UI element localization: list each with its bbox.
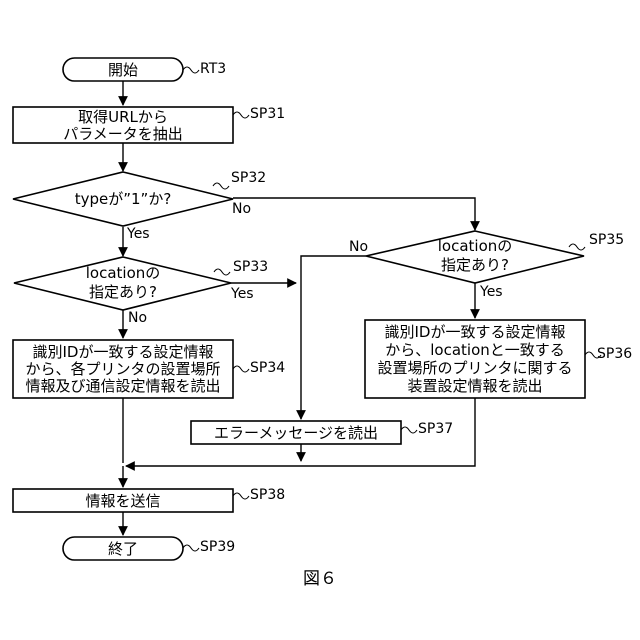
sp33-no-label: No bbox=[128, 310, 147, 326]
sp31-line-2: パラメータを抽出 bbox=[63, 125, 183, 143]
sp36-ref: SP36 bbox=[597, 346, 632, 362]
connectors bbox=[123, 81, 475, 535]
sp32-yes-label: Yes bbox=[126, 226, 150, 242]
start-ref-leader bbox=[183, 67, 199, 73]
sp35-yes-label: Yes bbox=[479, 284, 503, 300]
sp31-ref-leader bbox=[233, 112, 249, 118]
sp34-line-2: から、各プリンタの設置場所 bbox=[25, 360, 220, 378]
flow-sp32-no-to-sp35 bbox=[233, 198, 475, 230]
sp35-ref-leader bbox=[569, 244, 585, 250]
node-sp36: 識別IDが一致する設定情報 から、locationと一致する 設置場所のプリンタ… bbox=[365, 320, 632, 398]
sp36-line-3: 設置場所のプリンタに関する bbox=[377, 359, 572, 377]
figure-caption: 図６ bbox=[303, 569, 337, 589]
start-ref: RT3 bbox=[200, 61, 226, 77]
sp39-ref: SP39 bbox=[200, 539, 235, 555]
sp35-line-1: locationの bbox=[438, 237, 513, 255]
sp34-line-3: 情報及び通信設定情報を読出 bbox=[25, 377, 220, 395]
sp34-ref-leader bbox=[233, 366, 249, 372]
node-sp38: 情報を送信 SP38 bbox=[13, 487, 285, 512]
node-sp37: エラーメッセージを読出 SP37 bbox=[191, 421, 453, 444]
sp38-ref: SP38 bbox=[250, 487, 285, 503]
flow-sp35-no-to-sp37 bbox=[301, 256, 366, 419]
sp35-no-label: No bbox=[349, 239, 368, 255]
sp33-line-2: 指定あり? bbox=[89, 283, 157, 301]
sp31-line-1: 取得URLから bbox=[78, 108, 168, 126]
sp31-ref: SP31 bbox=[250, 106, 285, 122]
node-sp32: typeが”1”か? SP32 Yes No bbox=[13, 170, 266, 242]
sp33-yes-label: Yes bbox=[230, 286, 254, 302]
sp33-ref: SP33 bbox=[233, 259, 268, 275]
sp35-line-2: 指定あり? bbox=[441, 256, 509, 274]
end-label: 終了 bbox=[108, 540, 138, 558]
node-sp31: 取得URLから パラメータを抽出 SP31 bbox=[13, 106, 285, 143]
sp33-line-1: locationの bbox=[86, 264, 161, 282]
start-label: 開始 bbox=[108, 61, 138, 79]
node-sp39: 終了 SP39 bbox=[63, 537, 235, 560]
node-start: 開始 RT3 bbox=[63, 58, 226, 81]
sp34-ref: SP34 bbox=[250, 360, 285, 376]
node-sp34: 識別IDが一致する設定情報 から、各プリンタの設置場所 情報及び通信設定情報を読… bbox=[13, 340, 285, 398]
node-sp33: locationの 指定あり? SP33 Yes No bbox=[14, 257, 268, 326]
sp32-ref-leader bbox=[213, 183, 229, 189]
sp36-line-1: 識別IDが一致する設定情報 bbox=[385, 323, 566, 341]
sp32-ref: SP32 bbox=[231, 170, 266, 186]
sp35-ref: SP35 bbox=[589, 232, 624, 248]
sp33-ref-leader bbox=[214, 269, 230, 275]
sp39-ref-leader bbox=[183, 545, 199, 551]
node-sp35: locationの 指定あり? SP35 Yes No bbox=[349, 231, 624, 300]
sp37-label: エラーメッセージを読出 bbox=[214, 424, 378, 442]
sp34-line-1: 識別IDが一致する設定情報 bbox=[33, 343, 214, 361]
sp32-no-label: No bbox=[232, 201, 251, 217]
sp32-label: typeが”1”か? bbox=[75, 190, 172, 208]
sp37-ref: SP37 bbox=[418, 421, 453, 437]
sp38-label: 情報を送信 bbox=[85, 492, 160, 510]
sp38-ref-leader bbox=[233, 493, 249, 499]
sp37-ref-leader bbox=[401, 427, 417, 433]
sp36-line-2: から、locationと一致する bbox=[385, 341, 565, 359]
sp36-line-4: 装置設定情報を読出 bbox=[407, 377, 542, 395]
